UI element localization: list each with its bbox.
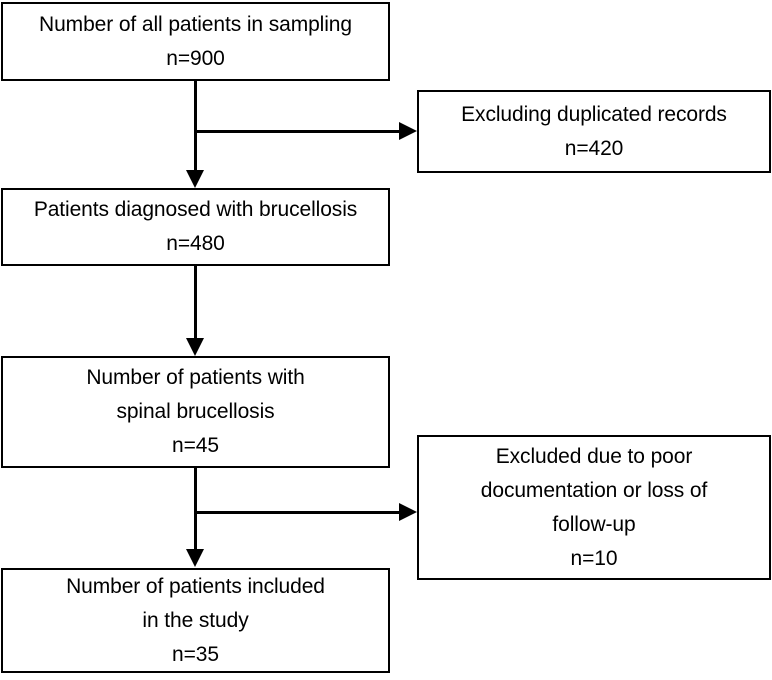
flow-node-excluded-poor-documentation-line-3: follow-up: [552, 512, 636, 536]
flow-node-spinal-brucellosis-line-1: Number of patients with: [86, 366, 305, 389]
flow-node-spinal-brucellosis-line-2: spinal brucellosis: [116, 400, 275, 423]
connector-sampling-to-brucellosis-stem: [194, 81, 197, 176]
connector-brucellosis-to-spinal-stem: [194, 266, 197, 339]
flow-node-included-in-study-line-1: Number of patients included: [66, 574, 325, 598]
connector-spinal-to-excluded-stem: [194, 511, 400, 514]
flow-node-included-in-study-line-2: in the study: [142, 608, 249, 632]
flow-node-spinal-brucellosis: Number of patients with spinal brucellos…: [1, 356, 390, 468]
flow-node-sampling-line-1: Number of all patients in sampling: [39, 12, 352, 36]
flow-node-diagnosed-brucellosis-count: n=480: [166, 232, 225, 255]
arrowhead-down-to-included-in-study: [186, 549, 204, 567]
arrowhead-down-to-brucellosis: [186, 170, 204, 188]
flow-node-diagnosed-brucellosis: Patients diagnosed with brucellosis n=48…: [1, 188, 390, 266]
flow-node-diagnosed-brucellosis-line-1: Patients diagnosed with brucellosis: [33, 198, 358, 221]
flow-node-excluding-duplicates-count: n=420: [564, 136, 624, 160]
arrowhead-down-to-spinal-brucellosis: [186, 338, 204, 356]
flow-node-excluding-duplicates: Excluding duplicated records n=420: [417, 90, 771, 173]
flow-node-included-in-study: Number of patients included in the study…: [1, 568, 390, 673]
flow-node-excluded-poor-documentation: Excluded due to poor documentation or lo…: [417, 435, 771, 580]
arrowhead-right-to-excluded-poor-doc: [399, 503, 417, 521]
connector-spinal-to-included-stem: [194, 468, 197, 550]
arrowhead-right-to-excluding-duplicates: [399, 122, 417, 140]
flow-node-spinal-brucellosis-count: n=45: [172, 434, 219, 457]
flow-node-sampling: Number of all patients in sampling n=900: [1, 2, 390, 81]
flow-node-included-in-study-count: n=35: [172, 642, 219, 666]
connector-sampling-to-duplicates-stem: [194, 130, 400, 133]
flow-node-excluded-poor-documentation-line-2: documentation or loss of: [480, 478, 708, 502]
flow-node-sampling-count: n=900: [166, 46, 225, 70]
flow-node-excluded-poor-documentation-line-1: Excluded due to poor: [495, 444, 693, 468]
flow-node-excluding-duplicates-line-1: Excluding duplicated records: [461, 102, 727, 126]
flow-node-excluded-poor-documentation-count: n=10: [570, 546, 618, 570]
